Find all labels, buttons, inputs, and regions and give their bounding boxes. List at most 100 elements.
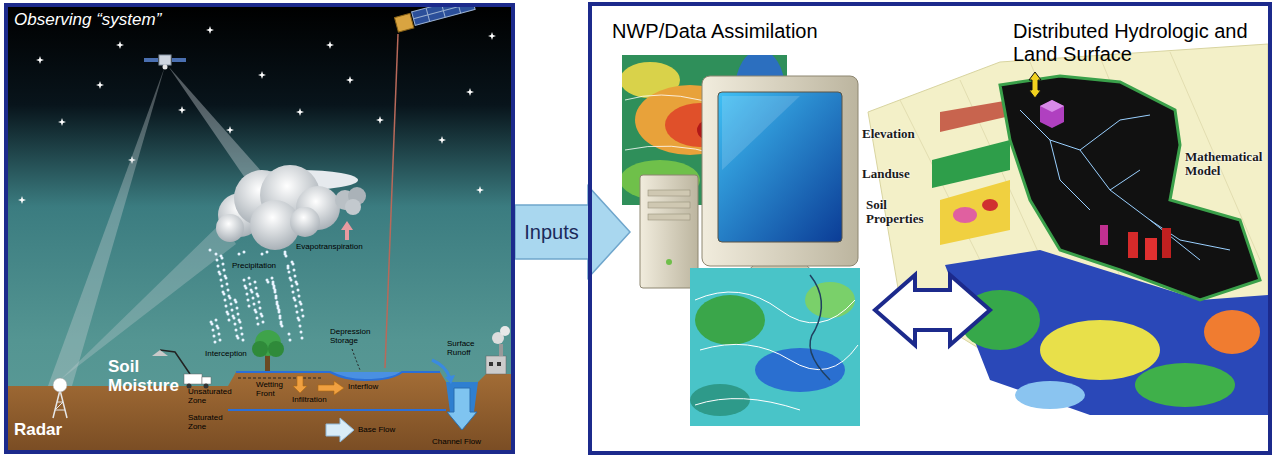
rain-drop	[228, 295, 231, 298]
interflow-arrow	[318, 381, 344, 395]
rain-drop	[237, 313, 240, 316]
computer-monitor	[718, 92, 842, 242]
rain-drops	[209, 249, 305, 344]
soil-moisture-truck	[187, 384, 192, 389]
label-slot: Infiltration	[292, 396, 327, 405]
panel-title: NWP/Data Assimilation	[612, 20, 818, 43]
star	[116, 41, 124, 49]
rain-drop	[243, 279, 246, 282]
cloud	[345, 199, 361, 215]
land-surface-model	[1040, 320, 1160, 380]
star	[178, 106, 186, 114]
star	[206, 26, 214, 34]
rain-drop	[218, 333, 221, 336]
rain-drop	[295, 305, 298, 308]
land-surface-model	[1204, 310, 1260, 354]
rain-drop	[256, 317, 259, 320]
tree	[252, 330, 284, 372]
radar-tower	[55, 402, 63, 410]
rain-drop	[280, 321, 283, 324]
factory	[500, 326, 510, 336]
computer-monitor	[702, 76, 858, 266]
process-label: Channel Flow	[432, 438, 481, 447]
rain-drop	[253, 303, 256, 306]
soil-moisture-truck	[204, 384, 209, 389]
rain-drop	[252, 297, 255, 300]
tree	[268, 341, 284, 357]
rain-drop	[301, 309, 304, 312]
rain-drop	[262, 321, 265, 324]
land-surface-model	[1000, 76, 1260, 300]
computer-tower	[640, 175, 698, 288]
rain-drop	[293, 269, 296, 272]
factory	[489, 362, 493, 366]
rain-drop	[293, 297, 296, 300]
rain-drop	[273, 287, 276, 290]
rain-drop	[219, 339, 222, 342]
rain-drop	[260, 313, 263, 316]
label-slot: Soil Properties	[866, 198, 924, 227]
computer-tower	[666, 259, 672, 265]
rain-drop	[234, 299, 237, 302]
block-arrow	[515, 186, 630, 278]
sensor-beams	[168, 66, 262, 178]
rain-drop	[227, 289, 230, 292]
ground	[8, 372, 511, 451]
runoff-arrow	[432, 360, 450, 378]
computer-tower	[640, 175, 698, 288]
radar-tower	[53, 390, 67, 418]
text-slot: Distributed Hydrologic and Land Surface	[1013, 20, 1248, 66]
rain-drop	[214, 341, 217, 344]
rain-drop	[216, 325, 219, 328]
process-label: Saturated Zone	[188, 414, 223, 432]
surface-line	[236, 372, 440, 380]
label-slot: Evapotranspiration	[296, 243, 363, 252]
rain-drop	[255, 287, 258, 290]
label-slot: Precipitation	[232, 262, 276, 271]
rain-drop	[256, 293, 259, 296]
label-slot: Interception	[205, 350, 247, 359]
channel-flow-arrow	[447, 388, 477, 430]
label-slot: Saturated Zone	[188, 414, 223, 432]
land-surface-model	[1029, 72, 1041, 98]
rain-drop	[254, 281, 257, 284]
land-surface-model	[1015, 381, 1085, 409]
sensor-beams	[60, 222, 236, 380]
weather-map	[755, 348, 845, 392]
rain-drop	[299, 325, 302, 328]
rain-drop	[291, 261, 294, 264]
layer-label: Elevation	[862, 127, 915, 141]
satellite	[144, 55, 186, 70]
rain-drop	[249, 283, 252, 286]
rain-drop	[246, 293, 249, 296]
rain-drop	[261, 253, 264, 256]
label-slot: Wetting Front	[256, 381, 283, 399]
model-scene	[620, 44, 1268, 426]
wetting-front-line	[238, 378, 322, 379]
land-surface-model	[1128, 232, 1138, 258]
rain-drop	[213, 335, 216, 338]
rain-drop	[298, 295, 301, 298]
computer-tower	[648, 190, 690, 196]
rain-drop	[302, 315, 305, 318]
rain-drop	[259, 307, 262, 310]
label-slot: Unsaturated Zone	[188, 388, 232, 406]
satellite	[172, 58, 186, 62]
satellite	[442, 7, 446, 17]
rain-drop	[284, 251, 287, 254]
cloud	[290, 207, 320, 237]
model-panel: NWP/Data Assimilation Distributed Hydrolo…	[588, 2, 1272, 455]
rain-drop	[238, 253, 241, 256]
process-label: Evapotranspiration	[296, 243, 363, 252]
rain-drop	[218, 271, 221, 274]
land-surface-model	[1040, 100, 1064, 112]
star	[96, 81, 104, 89]
evaporation-arrow	[341, 221, 353, 240]
land-surface-model	[940, 180, 1010, 245]
star	[438, 136, 446, 144]
rain-drop	[294, 275, 297, 278]
label-slot: Mathematical Model	[1185, 150, 1262, 179]
process-label: Depression Storage	[330, 328, 370, 346]
